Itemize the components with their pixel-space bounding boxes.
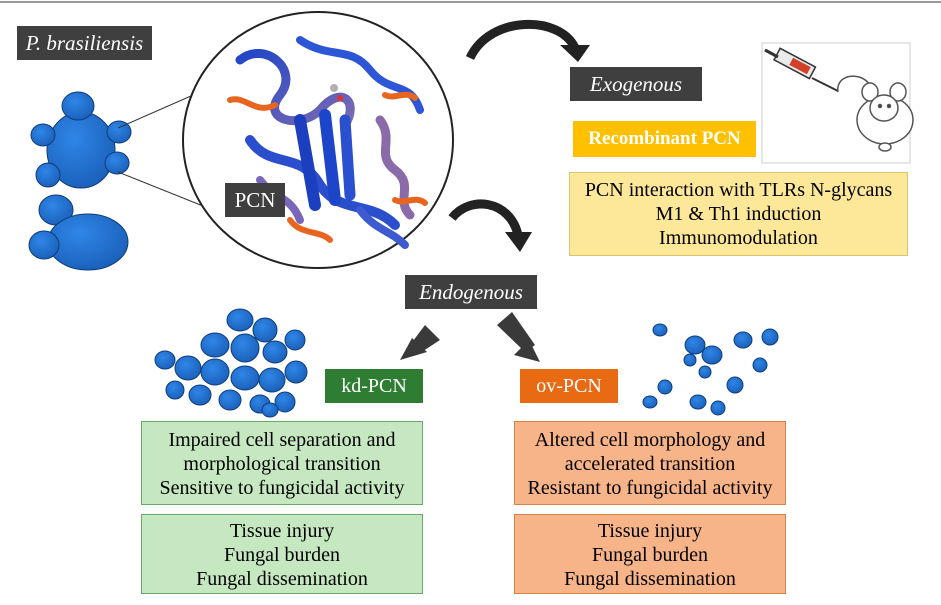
outcome-line: Tissue injury — [597, 520, 703, 542]
exogenous-label: Exogenous — [570, 67, 702, 101]
kd-phenotype-box: Impaired cell separation and morphologic… — [141, 421, 423, 505]
phenotype-line: Altered cell morphology and — [534, 429, 766, 451]
ov-phenotype-box: Altered cell morphology and accelerated … — [514, 421, 786, 505]
ov-cell-scatter-icon — [642, 323, 779, 416]
arrow-to-ov — [497, 312, 535, 352]
kd-label: kd-PCN — [325, 369, 423, 403]
organism-label: P. brasiliensis — [17, 26, 152, 60]
yeast-cells-icon — [28, 91, 132, 271]
recombinant-effects-box: PCN interaction with TLRs N-glycans M1 &… — [569, 172, 908, 256]
effect-line: Immunomodulation — [659, 227, 818, 249]
protein-label: PCN — [225, 183, 285, 217]
endogenous-label: Endogenous — [405, 275, 537, 309]
phenotype-line: morphological transition — [183, 453, 381, 475]
protein-structure-icon — [227, 36, 428, 249]
outcome-line: Tissue injury — [229, 520, 335, 542]
ov-outcomes-box: Tissue injury Fungal burden Fungal disse… — [514, 514, 786, 594]
zoom-line-bottom — [117, 171, 209, 209]
effect-line: M1 & Th1 induction — [655, 203, 822, 225]
curved-arrow-icon — [465, 19, 590, 62]
phenotype-line: Sensitive to fungicidal activity — [159, 477, 405, 499]
phenotype-line: Resistant to fungicidal activity — [527, 477, 773, 499]
phenotype-line: accelerated transition — [564, 453, 736, 475]
curved-arrow-icon — [448, 199, 532, 252]
zoom-line-top — [117, 91, 201, 129]
effect-line: PCN interaction with TLRs N-glycans — [584, 179, 893, 201]
outcome-line: Fungal dissemination — [564, 568, 736, 590]
syringe-icon — [764, 47, 839, 92]
mouse-icon — [837, 75, 914, 152]
ov-label: ov-PCN — [520, 369, 618, 403]
outcome-line: Fungal burden — [223, 544, 341, 566]
outcome-line: Fungal dissemination — [196, 568, 368, 590]
outcome-line: Fungal burden — [591, 544, 709, 566]
recombinant-label: Recombinant PCN — [573, 121, 756, 157]
phenotype-line: Impaired cell separation and — [168, 429, 396, 451]
kd-cell-cluster-icon — [154, 308, 308, 418]
kd-outcomes-box: Tissue injury Fungal burden Fungal disse… — [141, 514, 423, 594]
